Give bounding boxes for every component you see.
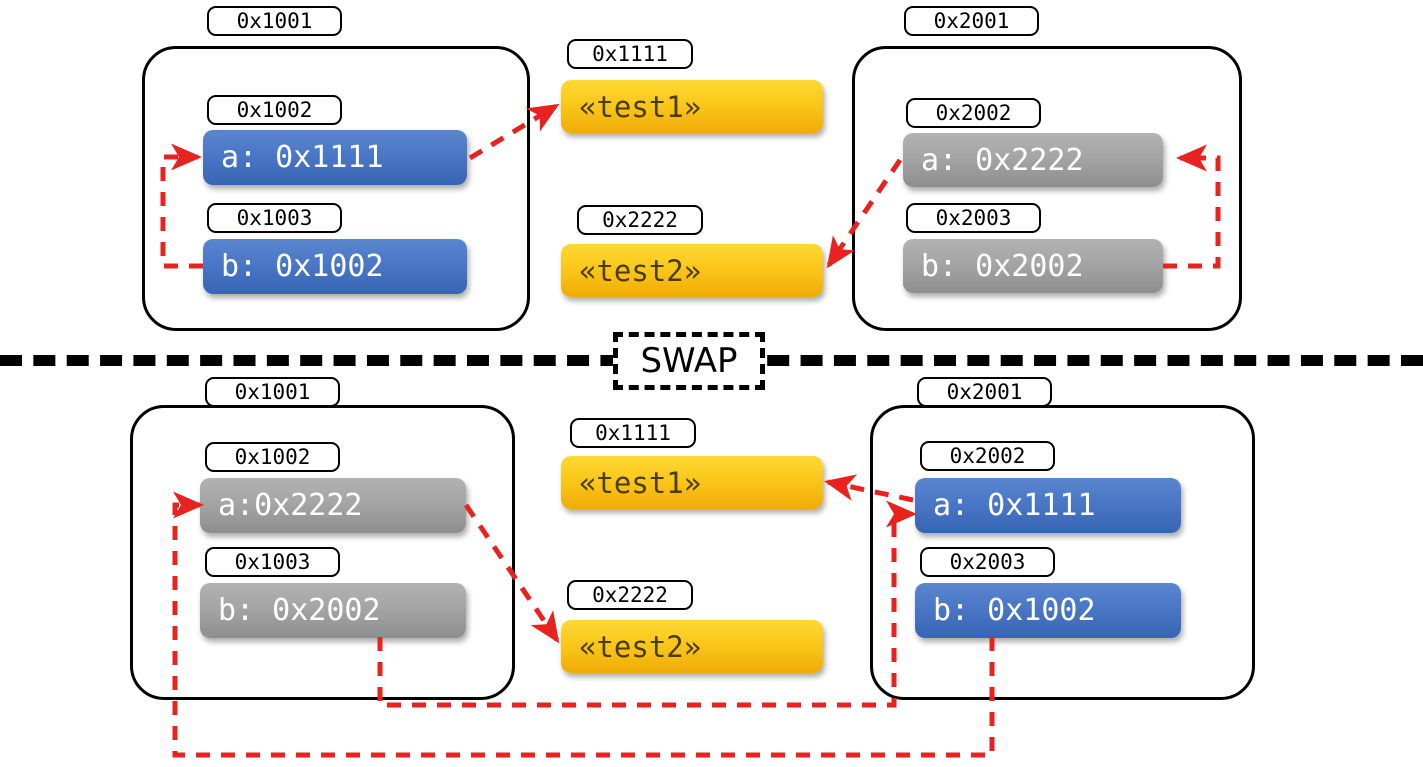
before-string0-value: «test1» xyxy=(561,80,823,133)
after-right-slot1-address: 0x2003 xyxy=(920,547,1055,577)
before-string1-value: «test2» xyxy=(561,244,823,297)
after-string1-address: 0x2222 xyxy=(567,580,693,610)
after-left-slot1-address: 0x1003 xyxy=(205,547,340,577)
swap-label-box: SWAP xyxy=(613,332,765,390)
before-left-slot1-value: b: 0x1002 xyxy=(203,239,467,294)
after-left-slot0-value: a:0x2222 xyxy=(200,478,466,533)
after-left-slot1-value: b: 0x2002 xyxy=(200,583,466,638)
after-string0-address: 0x1111 xyxy=(570,418,696,448)
after-right-slot0-address: 0x2002 xyxy=(920,441,1055,471)
swap-label: SWAP xyxy=(640,341,738,381)
before-string0-address: 0x1111 xyxy=(567,39,693,69)
before-right-slot1-address: 0x2003 xyxy=(906,203,1041,233)
before-right-slot1-value: b: 0x2002 xyxy=(903,239,1163,293)
before-left-slot1-address: 0x1003 xyxy=(207,203,342,233)
before-string1-address: 0x2222 xyxy=(577,205,703,235)
before-left-panel-address: 0x1001 xyxy=(207,6,342,36)
before-right-panel-address: 0x2001 xyxy=(904,6,1039,36)
before-left-slot0-address: 0x1002 xyxy=(207,95,342,125)
after-right-panel-address: 0x2001 xyxy=(917,377,1052,407)
after-right-slot1-value: b: 0x1002 xyxy=(915,583,1181,638)
after-string1-value: «test2» xyxy=(561,620,823,673)
after-left-panel-address: 0x1001 xyxy=(205,377,340,407)
after-right-slot0-value: a: 0x1111 xyxy=(915,478,1181,533)
after-string0-value: «test1» xyxy=(561,456,823,509)
before-right-slot0-address: 0x2002 xyxy=(906,98,1041,128)
after-left-slot0-address: 0x1002 xyxy=(205,442,340,472)
before-left-slot0-value: a: 0x1111 xyxy=(203,130,467,185)
before-right-slot0-value: a: 0x2222 xyxy=(903,133,1163,187)
